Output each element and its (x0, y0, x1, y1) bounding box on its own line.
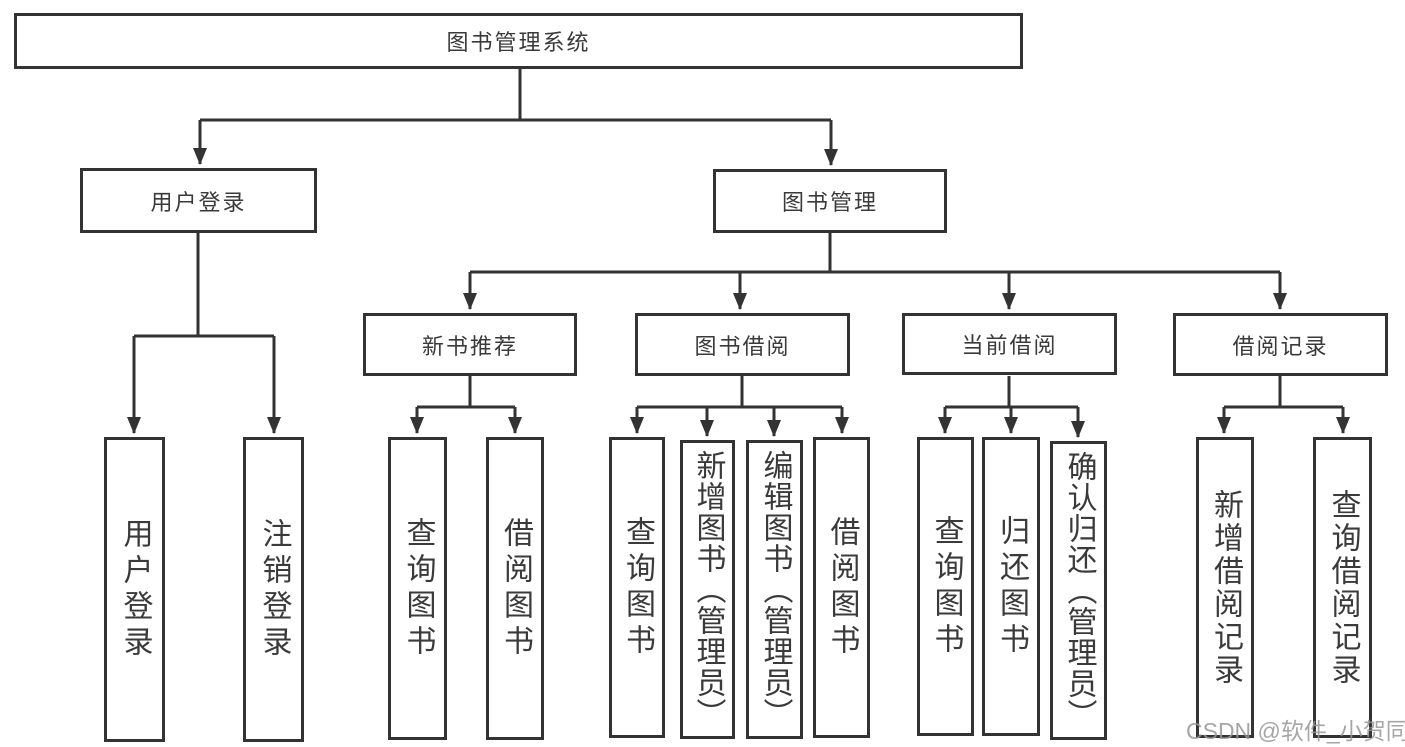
leaf-bw-borrow-books-label: 借阅图书 (825, 515, 859, 660)
leaf-nb-search-books-label: 查询图书 (401, 516, 435, 661)
leaf-rec-add-record-label: 新增借阅记录 (1209, 488, 1242, 687)
leaf-cur-return-books: 归还图书 (982, 437, 1040, 736)
node-book-management-label: 图书管理 (781, 190, 878, 215)
leaf-logout: 注销登录 (243, 437, 304, 742)
node-root-label: 图书管理系统 (446, 30, 591, 55)
node-current-borrowing: 当前借阅 (902, 313, 1117, 375)
csdn-watermark: CSDN @软件_小贺同学 (1186, 718, 1405, 744)
node-user-login-label: 用户登录 (150, 189, 247, 215)
leaf-cur-confirm-return-admin-label: 确认归还（管理员） (1062, 451, 1096, 730)
node-current-borrowing-label: 当前借阅 (961, 333, 1058, 358)
leaf-nb-borrow-books: 借阅图书 (486, 437, 544, 740)
leaf-rec-search-record: 查询借阅记录 (1313, 437, 1372, 738)
leaf-bw-edit-books-admin: 编辑图书（管理员） (746, 440, 803, 739)
leaf-bw-add-books-admin-label: 新增图书（管理员） (691, 450, 725, 729)
leaf-user-login: 用户登录 (104, 437, 165, 742)
node-new-book-recommend-label: 新书推荐 (421, 333, 518, 359)
node-new-book-recommend: 新书推荐 (363, 313, 577, 376)
node-borrowing-records: 借阅记录 (1173, 313, 1388, 376)
node-user-login: 用户登录 (80, 168, 317, 233)
leaf-bw-search-books: 查询图书 (609, 437, 665, 738)
node-book-borrowing-label: 图书借阅 (694, 333, 791, 359)
leaf-rec-search-record-label: 查询借阅记录 (1326, 488, 1360, 687)
leaf-nb-search-books: 查询图书 (388, 437, 447, 740)
leaf-cur-search-books: 查询图书 (917, 437, 974, 736)
leaf-cur-confirm-return-admin: 确认归还（管理员） (1050, 441, 1107, 740)
leaf-nb-borrow-books-label: 借阅图书 (499, 516, 532, 661)
leaf-rec-add-record: 新增借阅记录 (1196, 437, 1254, 738)
node-book-management: 图书管理 (713, 169, 947, 233)
node-root: 图书管理系统 (14, 13, 1023, 69)
leaf-cur-search-books-label: 查询图书 (929, 514, 963, 659)
leaf-bw-search-books-label: 查询图书 (621, 515, 654, 660)
leaf-bw-add-books-admin: 新增图书（管理员） (680, 440, 735, 739)
node-book-borrowing: 图书借阅 (635, 313, 850, 376)
node-borrowing-records-label: 借阅记录 (1232, 333, 1329, 359)
leaf-cur-return-books-label: 归还图书 (995, 514, 1028, 659)
leaf-bw-borrow-books: 借阅图书 (813, 437, 870, 738)
leaf-logout-label: 注销登录 (257, 517, 291, 662)
leaf-user-login-label: 用户登录 (118, 517, 152, 662)
leaf-bw-edit-books-admin-label: 编辑图书（管理员） (758, 450, 792, 729)
